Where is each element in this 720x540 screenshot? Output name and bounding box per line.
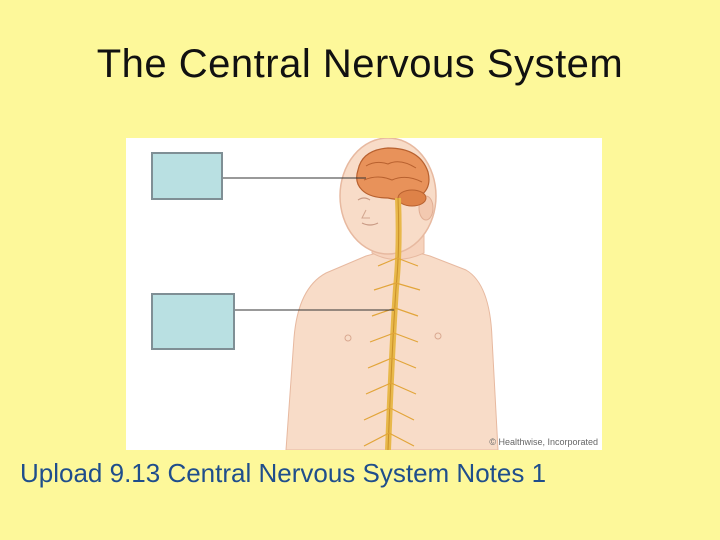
cerebellum (397, 189, 427, 207)
slide-footer: Upload 9.13 Central Nervous System Notes… (20, 458, 547, 488)
slide-title: The Central Nervous System (96, 42, 624, 86)
human-body-illustration (223, 138, 499, 450)
brain-label-box (151, 152, 223, 200)
spinal-cord-label-box (151, 293, 235, 350)
spinal-nerves (363, 257, 421, 447)
image-credit: © Healthwise, Incorporated (489, 437, 598, 447)
nervous-system-diagram: © Healthwise, Incorporated (126, 138, 602, 450)
